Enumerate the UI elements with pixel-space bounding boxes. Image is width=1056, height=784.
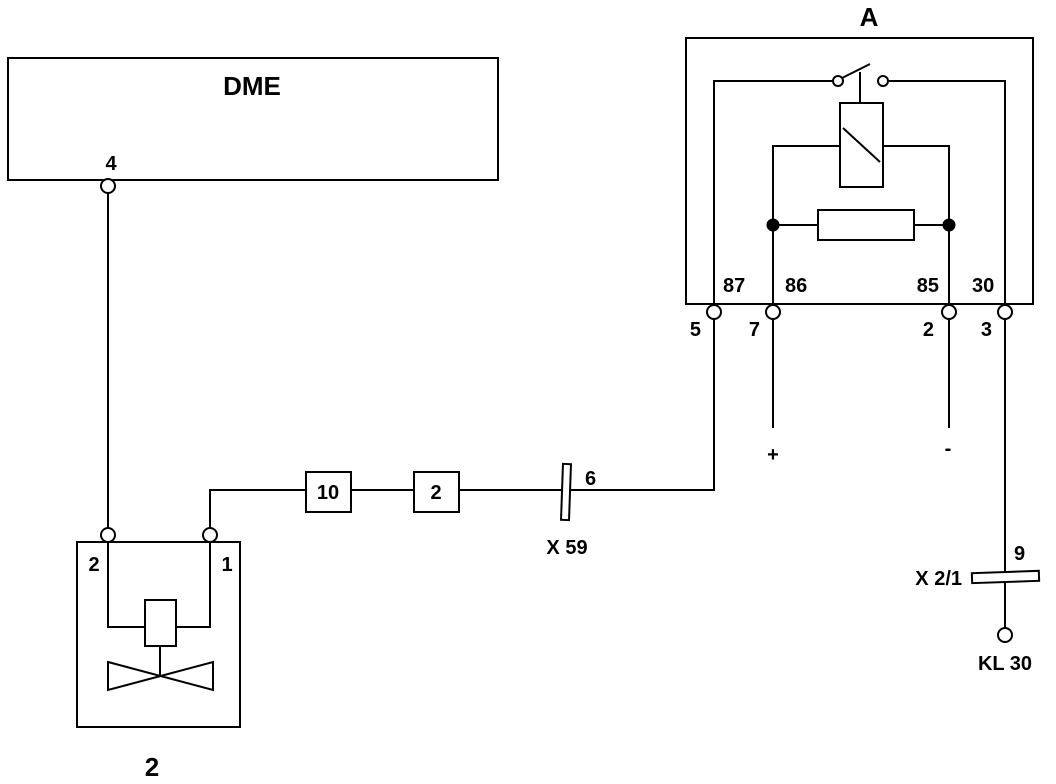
valve-wire-right <box>176 535 211 628</box>
relay-a: A 87 86 85 30 5 7 2 3 <box>685 2 1034 341</box>
connector-x21-label: X 2/1 <box>915 568 962 590</box>
component-box-2 <box>413 471 460 513</box>
dme-label: DME <box>223 71 281 101</box>
component-box-10 <box>305 471 352 513</box>
valve-pin-right-label: 1 <box>221 554 232 576</box>
dme-unit: DME 4 <box>7 57 499 181</box>
relay-pin-2-terminal <box>941 304 957 320</box>
terminal-30-label: 30 <box>972 275 994 297</box>
valve-wire-left <box>107 535 145 628</box>
relay-pin-5-label: 5 <box>690 319 701 341</box>
valve-coil <box>144 599 177 647</box>
connector-x59-pin-label: 6 <box>585 468 596 490</box>
plus-label: + <box>767 444 779 466</box>
relay-pin-7-terminal <box>765 304 781 320</box>
connector-x21-icon <box>970 569 1041 585</box>
terminal-87-label: 87 <box>723 275 745 297</box>
terminal-85-label: 85 <box>917 275 939 297</box>
valve-symbol-icon <box>107 660 214 692</box>
minus-label: - <box>945 438 952 460</box>
relay-coil-diagonal <box>842 127 881 163</box>
wire-valve-to-box10 <box>209 489 306 529</box>
switch-contact-right <box>877 75 889 87</box>
junction-node-right <box>942 218 956 232</box>
box-10-label: 10 <box>317 482 339 504</box>
relay-pin-3-label: 3 <box>981 319 992 341</box>
connector-x59-icon <box>559 462 573 522</box>
relay-pin-2-label: 2 <box>923 319 934 341</box>
relay-label: A <box>860 2 879 32</box>
dme-pin-label: 4 <box>105 153 117 175</box>
valve-pin-left-label: 2 <box>88 554 99 576</box>
terminal-86-label: 86 <box>785 275 807 297</box>
relay-wire-30 <box>888 80 1006 304</box>
valve-pin-1-terminal <box>202 527 218 543</box>
relay-wire-87 <box>713 80 834 304</box>
dme-pin-4-terminal <box>100 178 116 194</box>
kl30-label: KL 30 <box>978 653 1032 675</box>
relay-wire-86 <box>772 145 840 304</box>
junction-node-left <box>766 218 780 232</box>
switch-contact-left <box>832 75 844 87</box>
wire-x59-to-relay87 <box>570 319 715 491</box>
box-2-label: 2 <box>430 482 441 504</box>
relay-pin-3-terminal <box>997 304 1013 320</box>
dme-box <box>7 57 499 181</box>
valve-pin-2-terminal <box>100 527 116 543</box>
relay-pin-5-terminal <box>706 304 722 320</box>
connector-x59-label: X 59 <box>546 537 587 559</box>
relay-resistor <box>817 209 915 241</box>
switch-blade <box>841 63 871 79</box>
kl30-terminal <box>997 627 1013 643</box>
valve-label: 2 <box>145 752 159 782</box>
connector-x21-pin-label: 9 <box>1014 543 1025 565</box>
relay-pin-7-label: 7 <box>749 319 760 341</box>
relay-wire-85 <box>883 145 950 304</box>
valve-component: 2 1 2 <box>76 535 241 782</box>
